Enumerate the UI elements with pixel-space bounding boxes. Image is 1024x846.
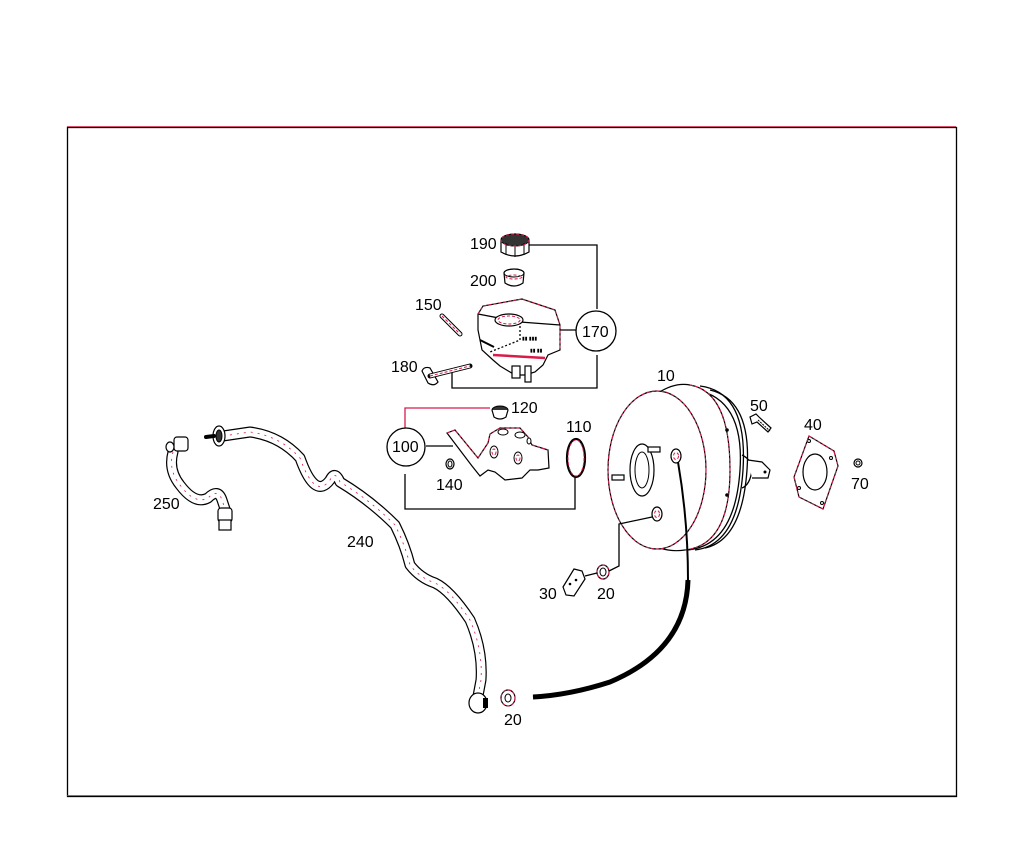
callout-label-10[interactable]: 10 [657,368,675,385]
callout-label-150[interactable]: 150 [415,297,442,314]
reservoir-cap-part[interactable] [500,233,530,257]
svg-text:▮▮ ▮▮▮: ▮▮ ▮▮▮ [522,336,537,342]
master-cylinder-group [386,405,587,510]
callout-label-140[interactable]: 140 [436,477,463,494]
sensor-pin-part[interactable] [439,313,463,337]
diagram-frame [66,126,958,798]
callout-label-100[interactable]: 100 [392,439,419,456]
callout-label-180[interactable]: 180 [391,359,418,376]
brake-booster-part[interactable] [607,383,771,552]
o-ring-part[interactable] [565,437,587,479]
bolt-part[interactable] [749,413,772,433]
reservoir-group: ▮▮ ▮▮▮ ▮▮ ▮▮ [421,233,617,389]
callout-circle-100[interactable] [386,427,426,467]
callout-label-200[interactable]: 200 [470,273,497,290]
leader-line-20a [608,516,653,572]
callout-circle-170[interactable] [575,310,617,352]
vacuum-sensor-part[interactable] [562,568,598,597]
master-cylinder-part[interactable] [446,427,550,481]
callout-labels: 10 20 20 30 40 50 70 100 110 120 140 150… [153,236,869,729]
callout-label-50[interactable]: 50 [750,398,768,415]
vacuum-hose-240-part[interactable] [204,425,488,714]
washer-part-20b[interactable] [500,689,516,707]
callout-label-190[interactable]: 190 [470,236,497,253]
callout-label-40[interactable]: 40 [804,417,822,434]
nut-part-140[interactable] [445,458,455,470]
callout-label-120[interactable]: 120 [511,400,538,417]
callout-label-20b[interactable]: 20 [504,712,522,729]
gasket-plate-part[interactable] [793,435,839,510]
washer-part-20a[interactable] [596,564,610,580]
callout-label-30[interactable]: 30 [539,586,557,603]
plug-part[interactable] [491,405,509,420]
fluid-reservoir-part[interactable]: ▮▮ ▮▮▮ ▮▮ ▮▮ [477,298,561,383]
svg-text:▮▮ ▮▮: ▮▮ ▮▮ [530,348,543,354]
callout-label-20a[interactable]: 20 [597,586,615,603]
callout-label-170[interactable]: 170 [582,324,609,341]
vacuum-hose-250-part[interactable] [165,436,233,531]
callout-label-250[interactable]: 250 [153,496,180,513]
strainer-part[interactable] [503,268,525,287]
retaining-pin-part[interactable] [421,363,473,386]
callout-label-70[interactable]: 70 [851,476,869,493]
callout-label-240[interactable]: 240 [347,534,374,551]
callout-label-110[interactable]: 110 [566,419,592,436]
nut-part-70[interactable] [853,458,863,468]
